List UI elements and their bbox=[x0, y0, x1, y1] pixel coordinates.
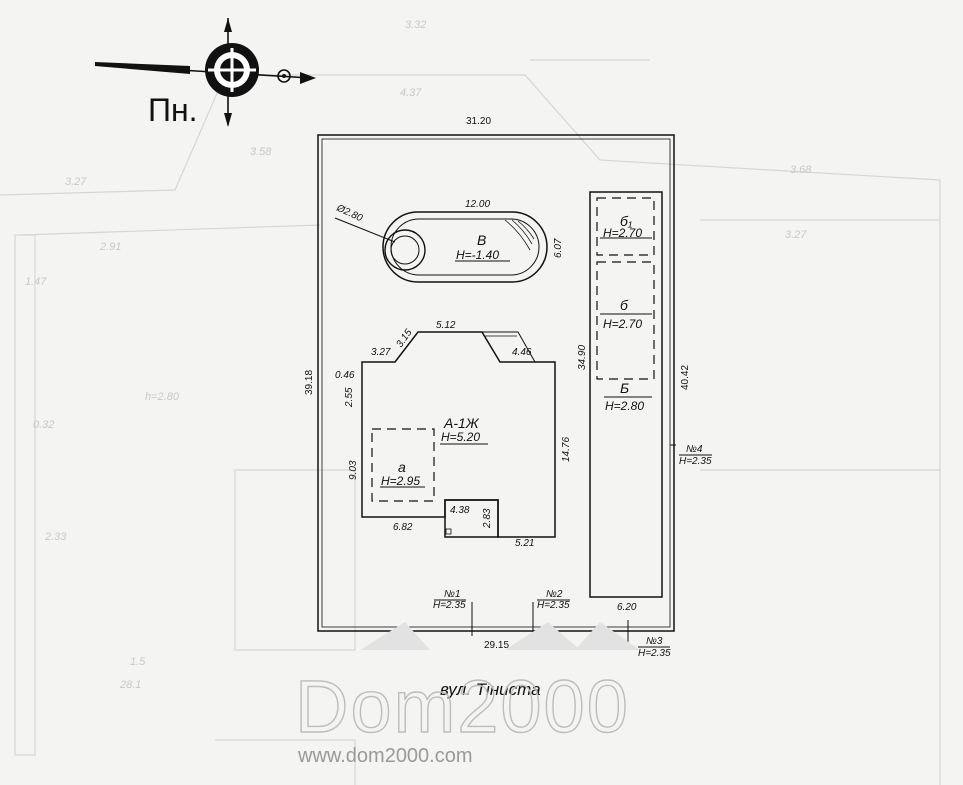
bg-text: 1.5 bbox=[130, 656, 146, 668]
house-dim: 0.46 bbox=[335, 370, 355, 381]
house-dim: 3.27 bbox=[371, 347, 391, 358]
bg-text: 1.47 bbox=[25, 276, 47, 288]
site-bottom-dimension: 29.15 bbox=[484, 640, 509, 651]
background-map bbox=[0, 59, 941, 785]
watermark-brand: Dom2000 bbox=[295, 665, 630, 748]
benchmark-markers bbox=[434, 444, 712, 648]
house-height: H=5.20 bbox=[441, 430, 480, 444]
pool-height: H=-1.40 bbox=[456, 248, 499, 262]
outbuilding-height: H=2.80 bbox=[605, 399, 644, 413]
pool-diameter: Ø2.80 bbox=[334, 202, 365, 224]
bg-text: 3.58 bbox=[250, 146, 272, 158]
outbuilding-part-letter: б₁ bbox=[620, 213, 633, 229]
site-left-dimension: 39.18 bbox=[304, 370, 315, 395]
outbuilding-part-letter: б bbox=[620, 297, 629, 313]
benchmark-id: №4 bbox=[686, 444, 703, 455]
watermark: Dom2000 www.dom2000.com bbox=[294, 622, 640, 767]
outbuilding-part-height: H=2.70 bbox=[603, 226, 642, 240]
porch-width: 4.38 bbox=[450, 505, 470, 516]
compass-icon bbox=[95, 18, 316, 127]
bg-text: 4.37 bbox=[400, 87, 422, 99]
street-label: вул. Тіниста bbox=[440, 680, 541, 699]
benchmark-id: №2 bbox=[546, 589, 563, 600]
house-dim: 14.76 bbox=[561, 437, 572, 462]
benchmark-id: №3 bbox=[646, 636, 663, 647]
inner-height: H=2.95 bbox=[381, 474, 420, 488]
pool bbox=[334, 211, 548, 283]
watermark-url: www.dom2000.com bbox=[297, 745, 473, 767]
site-right-bottom-dimension: 6.20 bbox=[617, 602, 637, 613]
house bbox=[361, 331, 556, 538]
house-dim: 5.12 bbox=[436, 320, 456, 331]
outbuilding-length: 34.90 bbox=[577, 345, 588, 370]
bg-text: 3.27 bbox=[785, 229, 807, 241]
house-dim: 4.46 bbox=[512, 347, 532, 358]
outbuilding bbox=[589, 191, 663, 598]
bg-text: 2.33 bbox=[44, 531, 67, 543]
house-dim: 6.82 bbox=[393, 522, 413, 533]
porch-depth: 2.83 bbox=[482, 508, 493, 529]
pool-length: 12.00 bbox=[465, 199, 490, 210]
bg-text: 3.27 bbox=[65, 176, 87, 188]
house-dim: 9.03 bbox=[348, 460, 359, 480]
house-label: А-1Ж bbox=[443, 415, 480, 431]
bg-text: 3.68 bbox=[790, 164, 812, 176]
pool-letter: В bbox=[477, 232, 486, 248]
site-top-dimension: 31.20 bbox=[466, 116, 491, 127]
north-label: Пн. bbox=[148, 92, 198, 128]
bg-text: 28.1 bbox=[119, 679, 141, 691]
bg-text: 2.91 bbox=[99, 241, 121, 253]
benchmark-id: №1 bbox=[444, 589, 460, 600]
site-right-dimension: 40.42 bbox=[680, 365, 691, 390]
bg-text: h=2.80 bbox=[145, 391, 180, 403]
outbuilding-part-height: H=2.70 bbox=[603, 317, 642, 331]
benchmark-height: H=2.35 bbox=[679, 456, 712, 467]
bg-text: 0.32 bbox=[33, 419, 54, 431]
house-dim: 2.55 bbox=[344, 387, 355, 408]
pool-width: 6.07 bbox=[553, 238, 564, 258]
benchmark-height: H=2.35 bbox=[638, 648, 671, 659]
outbuilding-letter: Б bbox=[620, 380, 629, 396]
benchmark-height: H=2.35 bbox=[537, 600, 570, 611]
house-dim: 5.21 bbox=[515, 538, 534, 549]
house-dim: 3.15 bbox=[394, 327, 414, 350]
benchmark-height: H=2.35 bbox=[433, 600, 466, 611]
site-boundary bbox=[317, 134, 675, 632]
bg-text: 3.32 bbox=[405, 19, 426, 31]
inner-letter: а bbox=[398, 459, 406, 475]
